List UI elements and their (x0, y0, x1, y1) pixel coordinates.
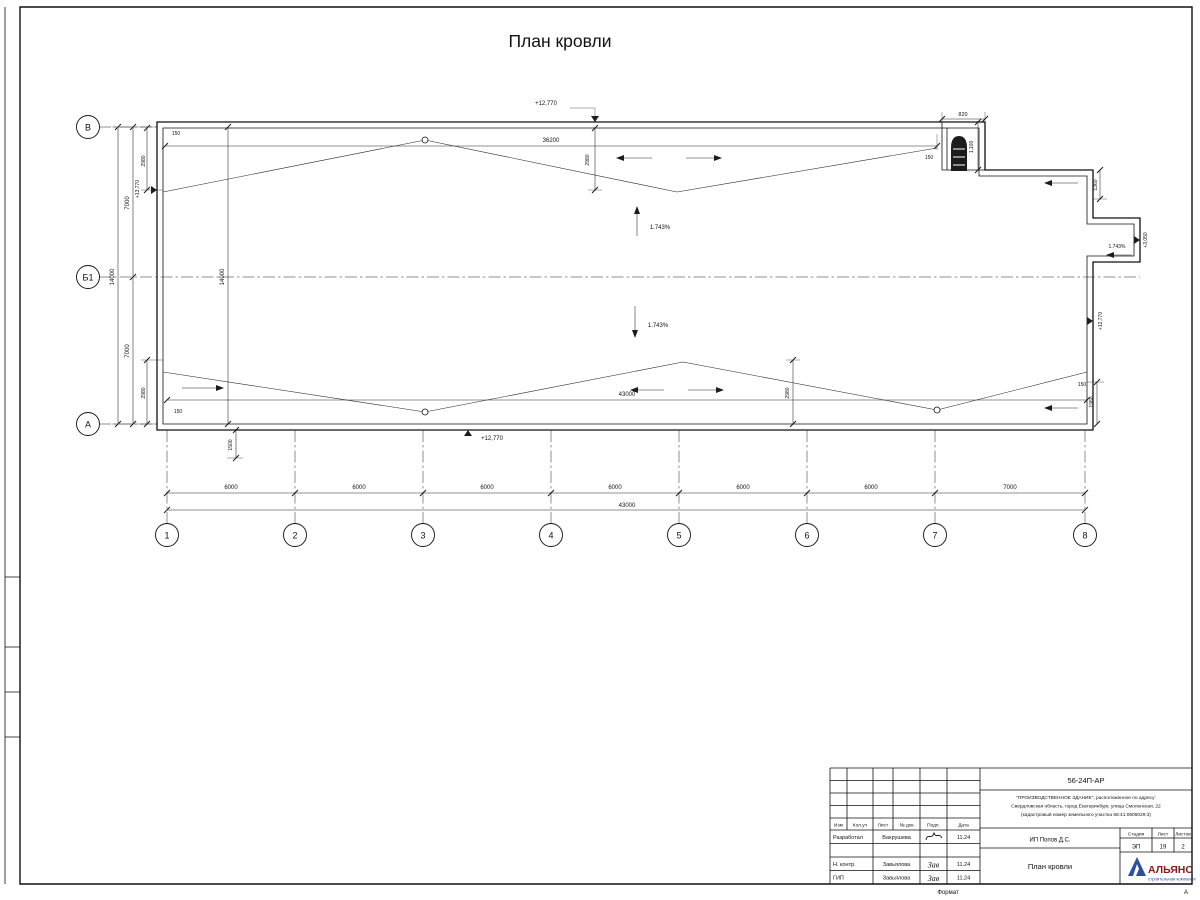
sheet-label: Лист (1158, 832, 1169, 838)
drain-funnel-icons (421, 136, 941, 416)
elev-exit: +3,050 (1143, 232, 1149, 248)
dim-14000-outer: 14000 (110, 268, 116, 285)
format-row: Формат А (937, 890, 1188, 896)
row-developer-date: 11.24 (957, 835, 970, 841)
col-izm: Изм (834, 823, 843, 829)
dimension-labels: 36200 +12,770 2980 2980 +13,770 7000 700… (110, 101, 1149, 509)
elev-top: +12,770 (535, 101, 558, 107)
row-gip-name: Завьялова (883, 876, 911, 882)
dim-14000-inner: 14000 (220, 268, 226, 285)
dim-1500: 1500 (228, 439, 234, 450)
format-value: А (1184, 890, 1188, 896)
axis-a: А (85, 420, 91, 430)
logo-subtext: строительная компания (1148, 877, 1196, 882)
row-gip-date: 11.24 (957, 876, 970, 882)
doc-number: 56-24П-АР (1067, 776, 1104, 785)
company-logo: АЛЬЯНС строительная компания (1128, 857, 1196, 882)
slope-right-label: 1.743% (1109, 244, 1127, 250)
axis-1: 1 (164, 531, 169, 541)
row-ncontrol-name: Завьялова (883, 862, 911, 868)
logo-text: АЛЬЯНС (1148, 864, 1193, 876)
row-ncontrol-role: Н. контр. (833, 862, 856, 868)
elev-bottom: +12,770 (481, 436, 504, 442)
dim-2980-bot-left: 2980 (141, 387, 147, 398)
axis-circles: 1 2 3 4 5 6 7 8 В Б1 А (76, 115, 1097, 547)
row-developer-name: Вахрушева (882, 835, 912, 841)
axis-7: 7 (932, 531, 937, 541)
axis-2: 2 (292, 531, 297, 541)
col-koluch: Кол.уч (853, 823, 868, 829)
building-walls (156, 121, 1141, 431)
span-4-5: 6000 (608, 485, 622, 491)
row-ncontrol-date: 11.24 (957, 862, 970, 868)
signature-zavyalova-1: Зав (928, 861, 940, 870)
dim-2980-top-left: 2980 (141, 155, 147, 166)
dim-150-bot-left: 150 (174, 409, 183, 415)
span-5-6: 6000 (736, 485, 750, 491)
dim-7000-upper: 7000 (125, 196, 131, 210)
dim-1360: 1360 (1093, 179, 1099, 190)
dim-2980-top-mid: 2980 (585, 154, 591, 165)
flow-arrows (182, 155, 1132, 411)
title-block: 56-24П-АР "ПРОИЗВОДСТВЕННОЕ ЗДАНИЕ", рас… (829, 767, 1196, 884)
axis-b1: Б1 (83, 273, 94, 283)
dim-150-top-right: 150 (925, 155, 934, 161)
stage-label: Стадия (1128, 832, 1145, 838)
logo-triangle-stripe (1133, 864, 1139, 876)
axis-5: 5 (676, 531, 681, 541)
dim-150-top-left: 150 (172, 131, 181, 137)
axis-v: В (85, 123, 91, 133)
stage-value: ЭП (1132, 845, 1141, 851)
dim-7000-lower: 7000 (125, 344, 131, 358)
project-desc-line3: (кадастровый номер земельного участка 66… (1021, 811, 1151, 818)
sheet-value: 19 (1160, 845, 1167, 851)
axis-lines (99, 126, 1140, 524)
elev-right: +12,770 (1098, 312, 1104, 330)
page-title: План кровли (508, 31, 611, 51)
span-2-3: 6000 (352, 485, 366, 491)
dim-820: 820 (958, 112, 967, 118)
dim-36200: 36200 (543, 138, 560, 144)
dim-43000-roof: 43000 (619, 392, 636, 398)
col-doc: № док (899, 823, 914, 829)
elevation-marks (151, 107, 1140, 436)
axis-4: 4 (548, 531, 553, 541)
signature-vakhrusheva (925, 831, 943, 841)
drawing-name: План кровли (1028, 862, 1072, 871)
span-1-2: 6000 (224, 485, 238, 491)
signature-zavyalova-2: Зав (928, 874, 940, 883)
dim-2980-bot-mid: 2980 (785, 387, 791, 398)
col-list: Лист (878, 823, 889, 829)
span-3-4: 6000 (480, 485, 494, 491)
elev-high: +13,770 (135, 180, 141, 198)
slope-up-label: 1.743% (650, 225, 671, 231)
dim-total-43000: 43000 (619, 503, 636, 509)
sheets-value: 2 (1181, 845, 1185, 851)
col-podp: Подп. (927, 823, 940, 829)
project-desc-line1: "ПРОИЗВОДСТВЕННОЕ ЗДАНИЕ", расположенное… (1016, 795, 1156, 801)
project-desc-line2: Свердловская область, город Екатеринбург… (1011, 804, 1161, 810)
row-gip-role: ГИП (833, 876, 844, 882)
roof-access-ladder-icon (951, 136, 967, 171)
sheet-frame (4, 6, 1193, 885)
dimension-lines (112, 112, 1107, 514)
dim-1980: 1980 (1089, 396, 1095, 407)
dim-150-bot-right: 150 (1078, 382, 1087, 388)
span-7-8: 7000 (1003, 485, 1017, 491)
col-data: Дата (958, 823, 969, 829)
slope-down-label: 1.743% (648, 323, 669, 329)
format-label: Формат (937, 890, 959, 896)
axis-6: 6 (804, 531, 809, 541)
axis-3: 3 (420, 531, 425, 541)
span-6-7: 6000 (864, 485, 878, 491)
roof-slope-lines (162, 139, 1088, 413)
axis-8: 8 (1082, 531, 1087, 541)
row-developer-role: Разработал (833, 835, 863, 841)
client-name: ИП Попов Д.С. (1029, 838, 1070, 844)
dim-1100: 1,100 (969, 141, 975, 154)
sheets-label: Листов (1175, 832, 1191, 838)
